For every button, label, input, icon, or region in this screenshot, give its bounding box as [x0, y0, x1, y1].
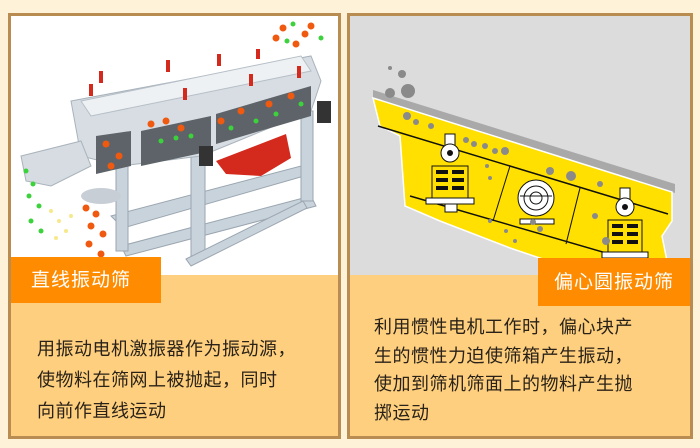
circular-screen-title: 偏心圆振动筛	[538, 258, 690, 306]
linear-screen-machine-illustration	[20, 21, 331, 267]
description-line: 使加到筛机筛面上的物料产生抛	[374, 374, 633, 395]
description-line: 利用惯性电机工作时，偏心块产	[374, 317, 633, 338]
linear-screen-card: 直线振动筛 用振动电机激振器作为振动源， 使物料在筛网上被抛起，同时 向前作直线…	[8, 13, 341, 439]
description-line: 用振动电机激振器作为振动源，	[37, 339, 296, 360]
linear-screen-title: 直线振动筛	[11, 257, 161, 303]
circular-screen-card: 偏心圆振动筛 利用惯性电机工作时，偏心块产 生的惯性力迫使筛箱产生振动， 使加到…	[347, 13, 693, 439]
circular-screen-image	[350, 16, 690, 275]
description-line: 生的惯性力迫使筛箱产生振动，	[374, 345, 633, 367]
circular-screen-diagram-illustration	[371, 66, 675, 275]
description-line: 向前作直线运动	[37, 401, 167, 422]
description-line: 掷运动	[374, 402, 430, 424]
linear-screen-image	[11, 16, 338, 275]
linear-screen-description: 用振动电机激振器作为振动源， 使物料在筛网上被抛起，同时 向前作直线运动	[37, 334, 296, 427]
description-line: 使物料在筛网上被抛起，同时	[37, 370, 278, 391]
circular-screen-description: 利用惯性电机工作时，偏心块产 生的惯性力迫使筛箱产生振动， 使加到筛机筛面上的物…	[374, 314, 633, 428]
